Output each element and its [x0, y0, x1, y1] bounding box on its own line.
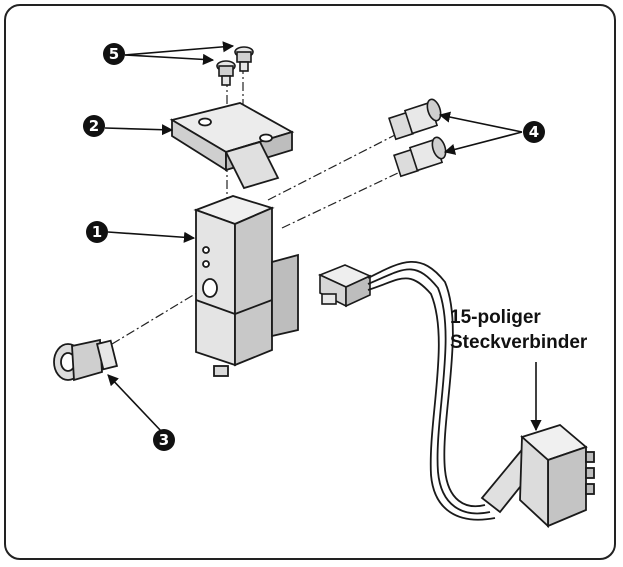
callout-5: 5 [103, 43, 125, 65]
svg-text:5: 5 [109, 45, 119, 63]
screws [216, 46, 254, 86]
callout-4: 4 [523, 121, 545, 143]
elbow-fitting [53, 338, 119, 382]
solenoid-valve-body [193, 195, 299, 377]
connector-label-line1: 15-poliger [450, 307, 541, 328]
svg-text:1: 1 [92, 223, 102, 241]
push-in-fittings [388, 98, 447, 178]
cable [367, 261, 496, 521]
small-connector [317, 264, 372, 308]
svg-text:3: 3 [159, 431, 169, 449]
svg-text:2: 2 [89, 117, 99, 135]
mounting-bracket [169, 102, 295, 190]
leader-lines [104, 41, 542, 433]
svg-text:4: 4 [529, 123, 539, 141]
callout-3: 3 [153, 429, 175, 451]
fifteen-pin-connector [480, 423, 595, 529]
callout-2: 2 [83, 115, 105, 137]
callout-1: 1 [86, 221, 108, 243]
connector-label: 15-poliger Steckverbinder [450, 305, 620, 355]
connector-label-line2: Steckverbinder [450, 332, 588, 353]
